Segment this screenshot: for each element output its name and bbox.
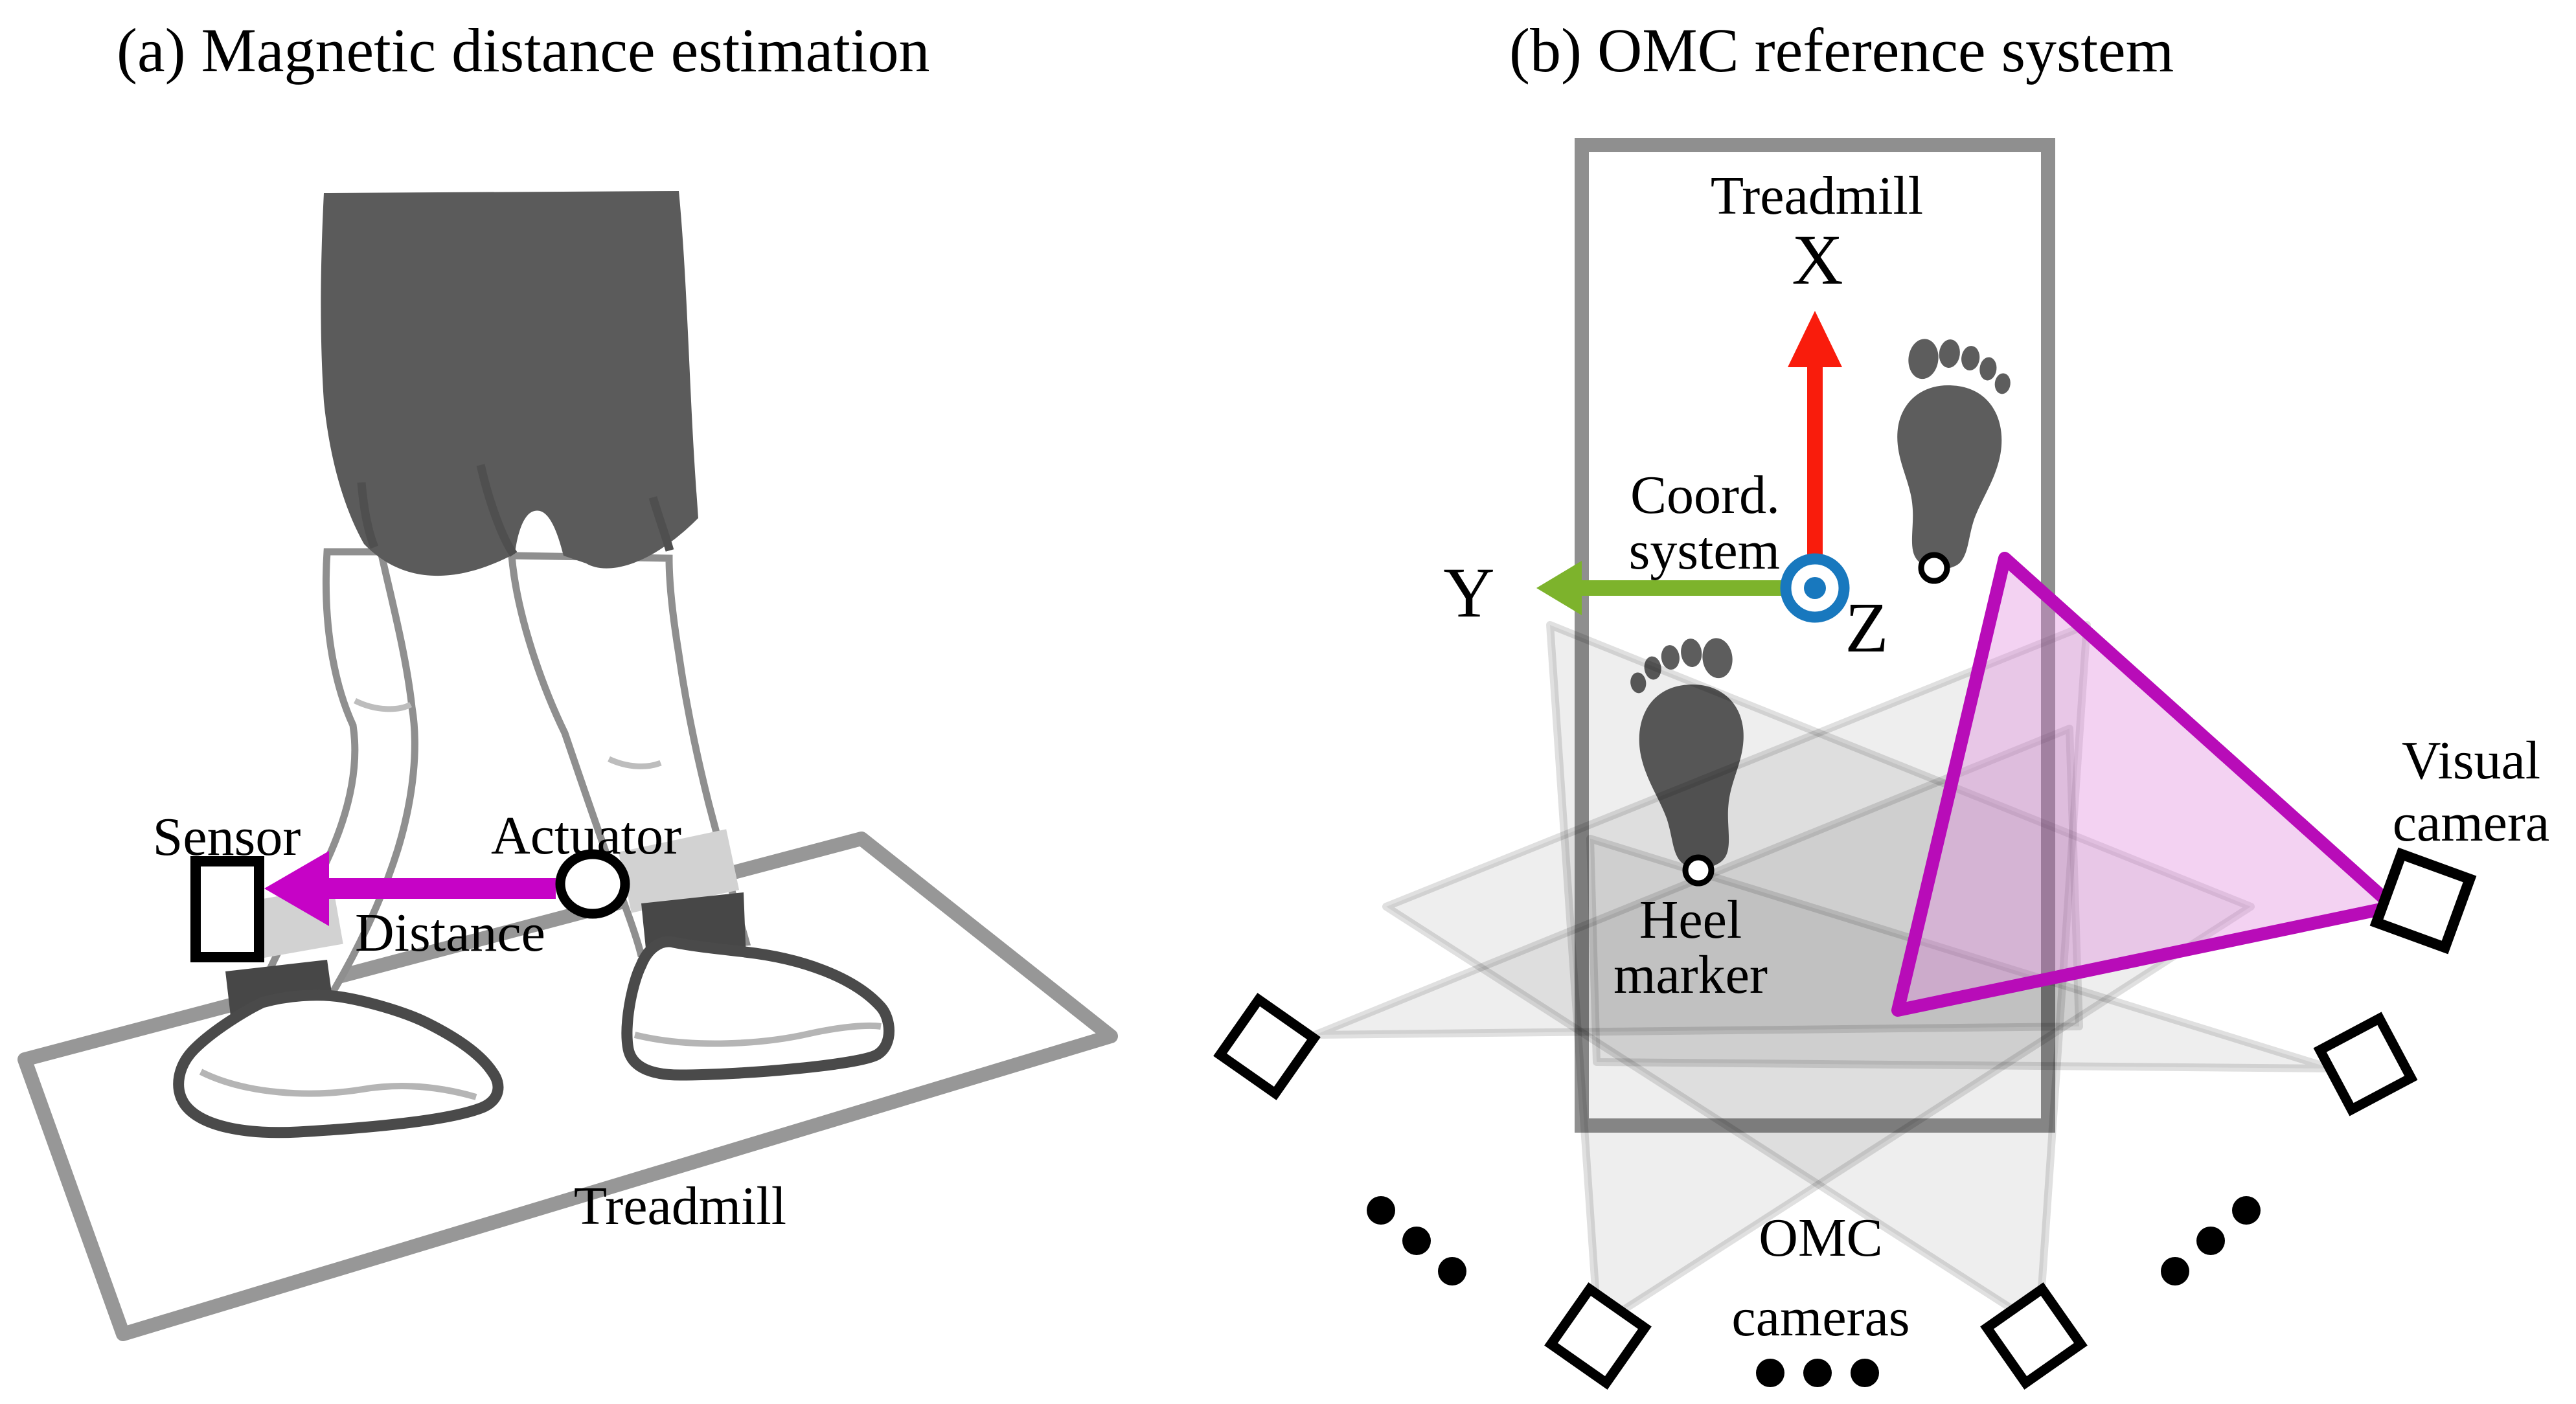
shorts-seam-right-icon — [648, 496, 674, 552]
x-axis-arrow-icon — [1788, 311, 1842, 563]
panel-a-title: (a) Magnetic distance estimation — [117, 16, 930, 85]
visual-camera-cone-fill-icon — [1898, 558, 2393, 1010]
coord-system-label: Coord. system — [1629, 465, 1780, 581]
ellipsis-left-icon — [1367, 1196, 1466, 1285]
treadmill-topview-icon — [1575, 138, 2055, 1133]
shorts-seam-middle-icon — [476, 464, 518, 557]
front-shoe-sole-line-icon — [633, 1022, 882, 1047]
panel-a: (a) Magnetic distance estimation — [17, 16, 1118, 1341]
svg-text:system: system — [1629, 521, 1780, 581]
heel-marker-left-icon — [1682, 854, 1715, 887]
omc-cameras-label: OMC cameras — [1731, 1208, 1909, 1348]
svg-text:Heel: Heel — [1639, 890, 1742, 950]
y-axis-label: Y — [1443, 553, 1494, 632]
back-knee-crease-icon — [353, 697, 413, 712]
sensor-icon — [190, 856, 264, 962]
omc-camera-left-icon — [1220, 1000, 1314, 1094]
back-shoe-icon — [173, 990, 504, 1138]
front-ankle-strap-icon — [618, 829, 740, 913]
svg-text:Visual: Visual — [2402, 730, 2540, 791]
front-knee-crease-icon — [608, 756, 662, 769]
ellipsis-right-icon — [2161, 1196, 2261, 1285]
panel-b: (b) OMC reference system — [1220, 16, 2549, 1387]
visual-camera-cone-icon — [1891, 552, 2400, 1017]
actuator-label: Actuator — [491, 806, 681, 866]
omc-camera-right-icon — [2320, 1019, 2411, 1110]
svg-text:Coord.: Coord. — [1630, 465, 1780, 525]
shorts-icon — [321, 191, 698, 576]
treadmill-b-label: Treadmill — [1711, 166, 1923, 226]
x-axis-label: X — [1792, 220, 1843, 299]
svg-text:OMC: OMC — [1759, 1208, 1882, 1268]
svg-text:marker: marker — [1613, 945, 1768, 1005]
z-axis-origin-icon — [1780, 553, 1850, 623]
visual-camera-icon — [2377, 854, 2470, 947]
back-shoe-sole-line-icon — [199, 1069, 477, 1100]
svg-text:cameras: cameras — [1731, 1287, 1909, 1348]
heel-marker-right-icon — [1918, 552, 1950, 584]
svg-text:camera: camera — [2393, 793, 2549, 853]
y-axis-arrow-icon — [1536, 561, 1786, 615]
distance-arrow-icon — [264, 851, 556, 926]
panel-b-title: (b) OMC reference system — [1509, 16, 2174, 85]
heel-marker-label: Heel marker — [1613, 890, 1768, 1005]
sensor-label: Sensor — [153, 807, 301, 867]
treadmill-a-label: Treadmill — [574, 1176, 786, 1236]
omc-cone-right-icon — [1586, 835, 2336, 1072]
visual-camera-label: Visual camera — [2393, 730, 2549, 853]
z-axis-label: Z — [1845, 588, 1888, 667]
shorts-seam-left-icon — [357, 482, 379, 549]
distance-label: Distance — [355, 903, 545, 963]
actuator-icon — [555, 849, 630, 919]
ellipsis-bottom-icon — [1756, 1359, 1879, 1387]
